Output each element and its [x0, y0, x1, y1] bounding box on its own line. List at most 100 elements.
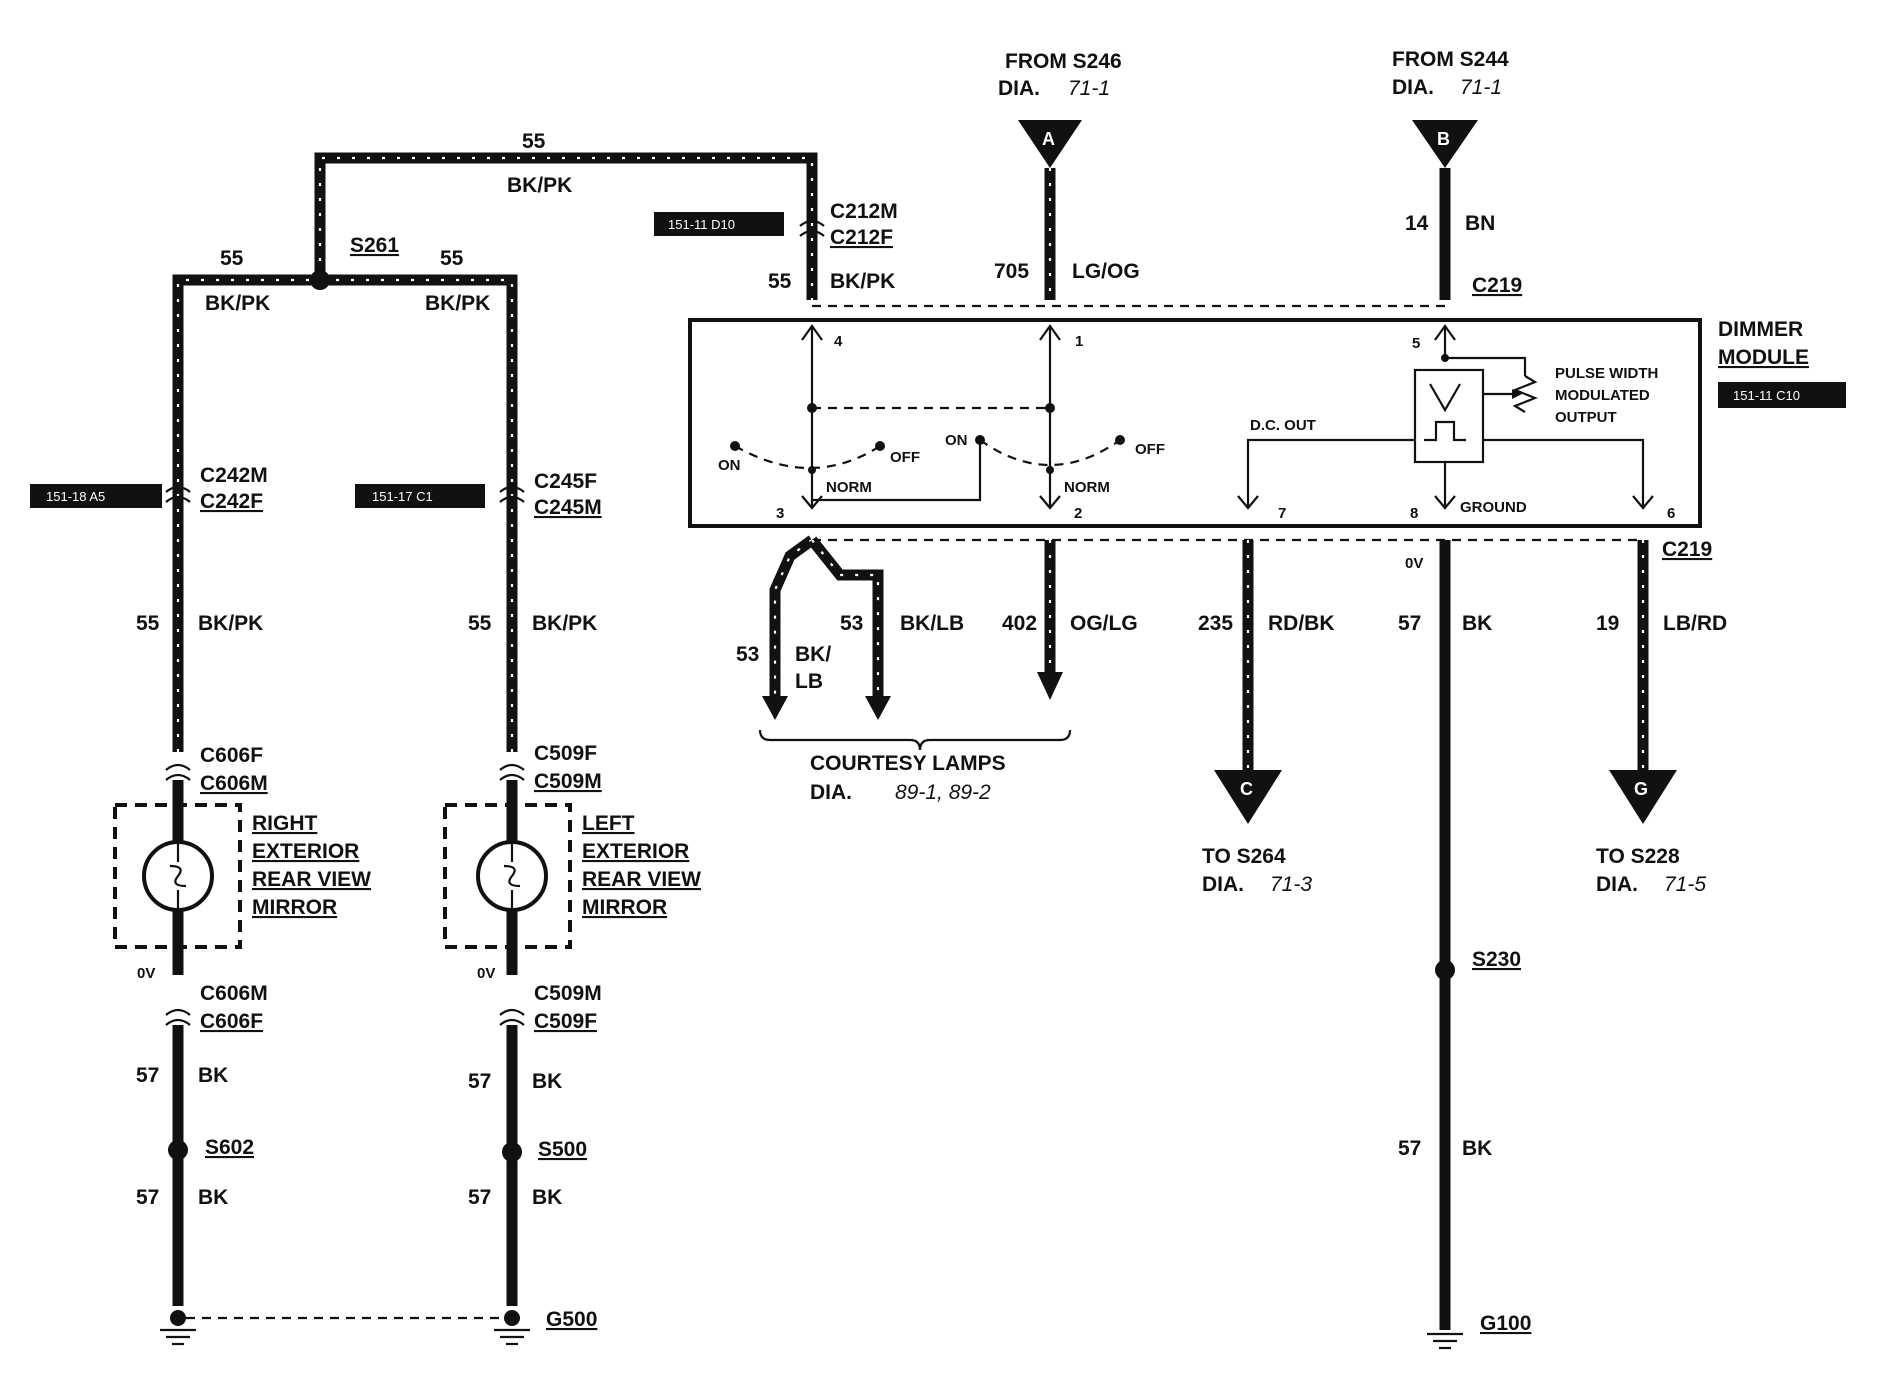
c212-color: BK/PK: [830, 270, 895, 293]
courtesy-w1-circuit: 53: [736, 643, 759, 666]
left-mirror-upper-male: C245M: [534, 496, 602, 519]
splice-s602-label: S602: [205, 1136, 254, 1159]
right-mirror-ref-tag: [30, 484, 162, 508]
pwm-line1: PULSE WIDTH: [1555, 365, 1658, 382]
source-a-circuit: 705: [994, 260, 1029, 283]
pin-7: 7: [1278, 505, 1286, 522]
splice-s602-dot: [168, 1140, 188, 1160]
right-mirror-low-male: C606M: [200, 982, 268, 1005]
left-mirror-name-4: MIRROR: [582, 896, 667, 919]
source-b-arrow: [1412, 120, 1478, 168]
courtesy-dia: DIA.: [810, 781, 852, 804]
source-a-letter: A: [1042, 129, 1055, 149]
sw2-norm: NORM: [1064, 479, 1110, 496]
main-ground-color: BK: [1462, 612, 1492, 635]
courtesy-w1-color-1: BK/: [795, 643, 831, 666]
left-mirror-low-male: C509M: [534, 982, 602, 1005]
output-g-ref: 71-5: [1664, 873, 1706, 896]
left-mirror-zero-volt: 0V: [477, 965, 495, 982]
courtesy-w2-color: BK/LB: [900, 612, 964, 635]
source-a-arrow: [1018, 120, 1082, 168]
pwm-block: [1413, 368, 1485, 464]
left-branch-color: BK/PK: [205, 292, 270, 315]
courtesy-lamp-wires: 53 BK/ LB 53 BK/LB 402 OG/LG COURTESY LA…: [736, 535, 1138, 804]
sw1-norm: NORM: [826, 479, 872, 496]
left-mirror-ref-tag: [355, 484, 485, 508]
dimmer-title-1: DIMMER: [1718, 318, 1803, 341]
pwm-line3: OUTPUT: [1555, 409, 1617, 426]
pin-6: 6: [1667, 505, 1675, 522]
right-mirror-circuit: 151-18 A5 C242M C242F 55 BK/PK C606F C60…: [30, 464, 371, 1346]
right-branch-circuit: 55: [440, 247, 464, 270]
top-harness: 55 BK/PK: [314, 130, 818, 300]
dimmer-ref-tag-text: 151-11 C10: [1733, 388, 1800, 403]
source-a-from: FROM S246: [1005, 50, 1122, 73]
top-harness-color: BK/PK: [507, 174, 572, 197]
main-ground: 57 BK S230 57 BK G100: [1398, 540, 1531, 1350]
pin-3: 3: [776, 505, 784, 522]
splice-s261-label: S261: [350, 234, 399, 257]
dimmer-module: C219 DIMMER MODULE 151-11 C10 4 1 5 ON O…: [688, 274, 1846, 572]
pin-4: 4: [834, 333, 843, 350]
left-mirror-gnd-circuit-2: 57: [468, 1186, 491, 1209]
right-mirror-ref-tag-text: 151-18 A5: [46, 489, 105, 504]
left-mirror-name-2: EXTERIOR: [582, 840, 689, 863]
ground-g500-label: G500: [546, 1308, 597, 1331]
module-zero-volt: 0V: [1405, 555, 1423, 572]
splice-s500-label: S500: [538, 1138, 587, 1161]
dimmer-module-box: [688, 318, 1702, 528]
right-mirror-gnd-color-2: BK: [198, 1186, 228, 1209]
c212-circuit: 55: [768, 270, 792, 293]
source-a: FROM S246 DIA. 71-1 A 705 LG/OG: [994, 50, 1140, 300]
right-mirror-mid-male: C606M: [200, 772, 268, 795]
sw1-off: OFF: [890, 449, 920, 466]
main-ground-color-2: BK: [1462, 1137, 1492, 1160]
sw2-on: ON: [945, 432, 968, 449]
right-mirror-name-4: MIRROR: [252, 896, 337, 919]
right-branch-color: BK/PK: [425, 292, 490, 315]
ground-g500-icon: [494, 1310, 530, 1346]
dimmer-ref-tag: [1718, 382, 1846, 408]
pin-8: 8: [1410, 505, 1418, 522]
source-b-color: BN: [1465, 212, 1495, 235]
left-mirror-name-3: REAR VIEW: [582, 868, 701, 891]
source-b-from: FROM S244: [1392, 48, 1509, 71]
left-mirror-color: BK/PK: [532, 612, 597, 635]
splice-s500-dot: [502, 1142, 522, 1162]
courtesy-w3-color: OG/LG: [1070, 612, 1138, 635]
left-mirror-ref-tag-text: 151-17 C1: [372, 489, 433, 504]
right-mirror-low-female: C606F: [200, 1010, 263, 1033]
splice-s261-dot: [310, 270, 330, 290]
pwm-line2: MODULATED: [1555, 387, 1650, 404]
dimmer-title-2: MODULE: [1718, 346, 1809, 369]
right-mirror-name-1: RIGHT: [252, 812, 318, 835]
dc-out-label: D.C. OUT: [1250, 417, 1316, 434]
left-mirror-circuit: 151-17 C1 C245F C245M 55 BK/PK C509F C50…: [186, 470, 701, 1346]
output-c: C 235 RD/BK TO S264 DIA. 71-3: [1198, 540, 1335, 896]
right-mirror-color: BK/PK: [198, 612, 263, 635]
ground-pin-label: GROUND: [1460, 499, 1527, 516]
main-ground-circuit-2: 57: [1398, 1137, 1421, 1160]
output-g-dia: DIA.: [1596, 873, 1638, 896]
right-mirror-gnd-circuit-2: 57: [136, 1186, 159, 1209]
courtesy-label: COURTESY LAMPS: [810, 752, 1006, 775]
right-mirror-name-3: REAR VIEW: [252, 868, 371, 891]
right-mirror-upper-female: C242F: [200, 490, 263, 513]
left-mirror-mid-male: C509M: [534, 770, 602, 793]
left-mirror-mid-female: C509F: [534, 742, 597, 765]
output-c-color: RD/BK: [1268, 612, 1335, 635]
pin-2: 2: [1074, 505, 1082, 522]
output-g-color: LB/RD: [1663, 612, 1727, 635]
source-b-letter: B: [1437, 129, 1450, 149]
pin-5: 5: [1412, 335, 1420, 352]
ground-g100-icon: [1427, 1332, 1463, 1350]
right-mirror-zero-volt: 0V: [137, 965, 155, 982]
output-g-letter: G: [1634, 779, 1648, 799]
sw2-off: OFF: [1135, 441, 1165, 458]
c212-ref-tag-text: 151-11 D10: [668, 217, 735, 232]
output-c-letter: C: [1240, 779, 1253, 799]
output-g-circuit: 19: [1596, 612, 1619, 635]
source-a-color: LG/OG: [1072, 260, 1140, 283]
courtesy-w3-circuit: 402: [1002, 612, 1037, 635]
output-g-to: TO S228: [1596, 845, 1680, 868]
